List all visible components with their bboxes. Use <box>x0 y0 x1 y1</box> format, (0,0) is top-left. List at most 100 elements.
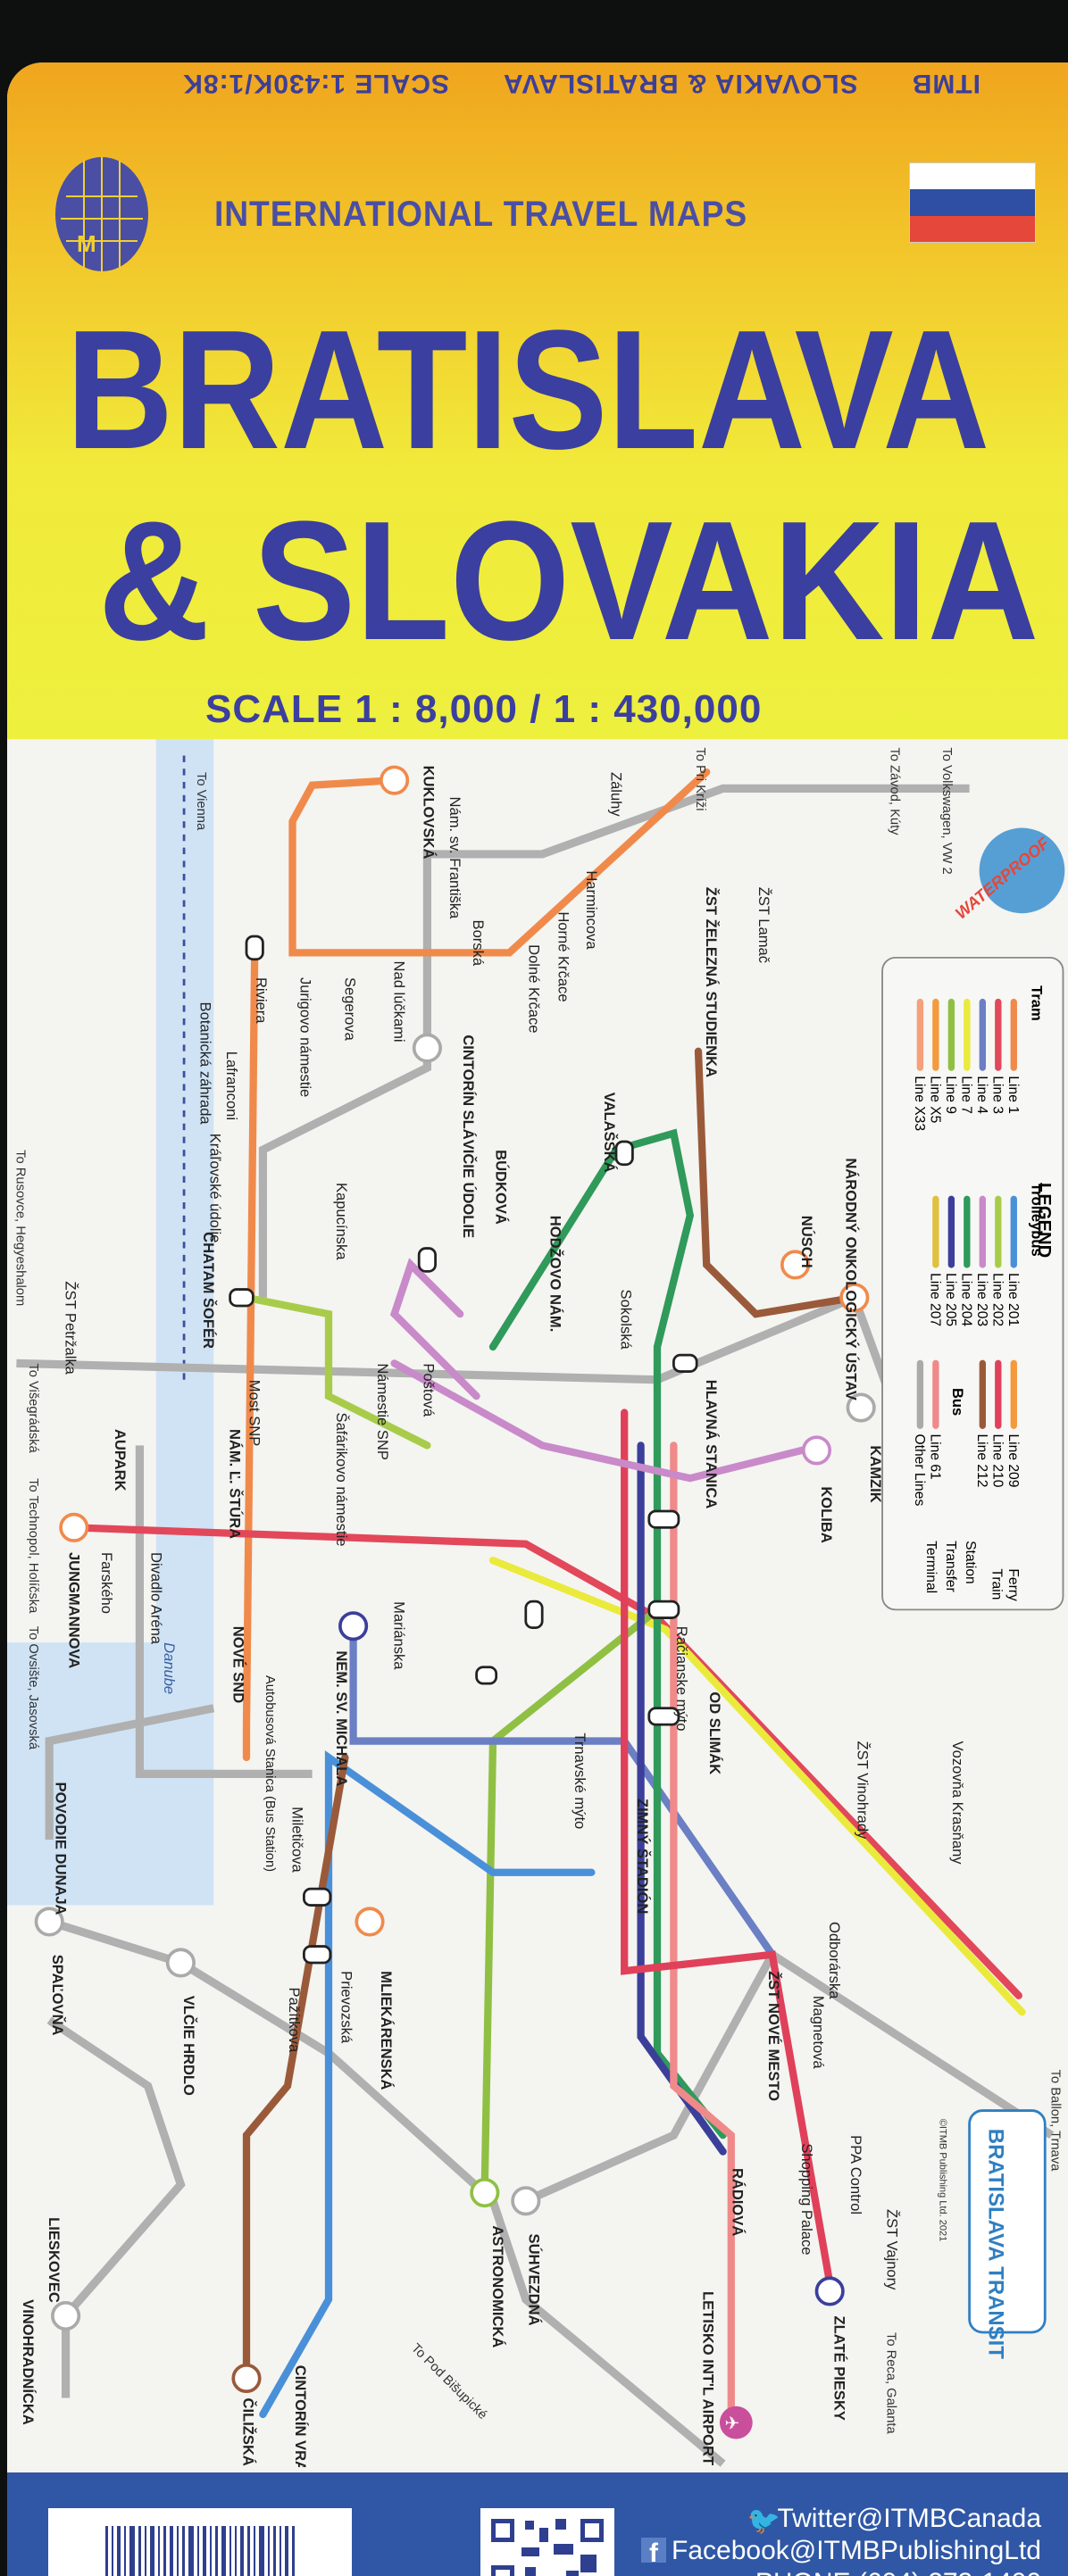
station-label: CINTORÍN SLÁVIČIE ÚDOLIE <box>460 1035 477 1238</box>
legend-item-label: Line 210 <box>989 1433 1005 1487</box>
terminals <box>34 765 876 2394</box>
trolley-line-202 <box>242 1293 431 1450</box>
legend-item-label: Line 61 <box>927 1433 942 1479</box>
station-label: JUNGMANNOVA <box>65 1552 82 1668</box>
station-label: Vozovňa Krasňany <box>949 1741 966 1866</box>
direction-label: To Technopol, Holíčska <box>26 1478 40 1614</box>
legend-symbol-train: Train <box>989 1568 1004 1600</box>
station-label: ŽST Lamač <box>755 887 772 963</box>
station-label: Magnetová <box>810 1996 827 2070</box>
station-label: POVODIE DUNAJA <box>53 1782 70 1915</box>
barcode-bar <box>280 2526 281 2576</box>
barcode-bar <box>112 2526 113 2576</box>
station-label: LIESKOVEC <box>46 2217 63 2303</box>
station-label: Most SNP <box>246 1380 263 1446</box>
station-label: Lafranconi <box>223 1051 240 1120</box>
station-label: Farského <box>98 1552 115 1614</box>
airport-icon <box>719 2406 753 2439</box>
barcode-bar <box>247 2526 250 2576</box>
cover-header: ITMB SLOVAKIA & BRATISLAVA SCALE 1:430K/… <box>7 62 1068 741</box>
station-label: BÚDKOVÁ <box>493 1150 510 1225</box>
legend-symbol-station: Station <box>963 1541 978 1584</box>
legend-item-label: Other Lines <box>912 1433 927 1506</box>
station-label: Šafárikovo námestie <box>333 1413 350 1547</box>
spine-title: SLOVAKIA & BRATISLAVA <box>503 69 858 98</box>
station-label: ČILIŽSKÁ <box>239 2398 256 2466</box>
station-label: Pažítkova <box>286 1988 303 2053</box>
station-label: Námestie SNP <box>374 1363 391 1460</box>
trolley-line-201 <box>259 1750 596 2419</box>
station-label: HODŽOVO NÁM. <box>547 1216 563 1333</box>
station-label: Záluhy <box>607 772 624 817</box>
station-label: VLČIE HRDLO <box>180 1996 197 2096</box>
station-label: ŽST Vinohrady <box>854 1741 871 1840</box>
legend-item-label: Line 9 <box>943 1076 958 1114</box>
legend-item-label: Line 205 <box>943 1273 958 1326</box>
station-label: KUKLOVSKÁ <box>421 766 438 860</box>
svg-text:M: M <box>77 230 96 257</box>
legend-item-label: Line 207 <box>927 1273 942 1326</box>
barcode-bar <box>188 2526 194 2576</box>
station-label: HLAVNÁ STANICA <box>703 1380 720 1509</box>
station-label: VINOHRADNÍCKA <box>20 2299 37 2425</box>
station-label: ŽST ŽELEZNÁ STUDIENKA <box>703 887 720 1077</box>
plane-glyph: ✈ <box>724 2414 739 2434</box>
legend: LEGEND Tram Trolleybus Bus Line 1 Line 3… <box>881 956 1064 1611</box>
direction-label: To Volkswagen, VW 2 <box>939 747 954 874</box>
spine-scale: SCALE 1:430K/1:8K <box>182 69 450 98</box>
station-label: ŽST NOVÉ MESTO <box>765 1971 782 2101</box>
station-label: Autobusová Stanica (Bus Station) <box>263 1675 277 1872</box>
legend-item-label: Line 203 <box>974 1273 989 1326</box>
station-label: Riviera <box>253 977 270 1024</box>
barcode-bar <box>150 2526 154 2576</box>
station-label: CINTORÍN VRAKUŇA <box>292 2365 309 2467</box>
station-label: RÁDIOVÁ <box>730 2168 747 2236</box>
station-label: NEM. SV. MICHALA <box>333 1650 350 1786</box>
barcode-bar <box>221 2526 226 2576</box>
qr-code <box>480 2508 614 2576</box>
station-label: Dolné Krčace <box>525 944 542 1033</box>
twitter-handle[interactable]: Twitter@ITMBCanada <box>777 2504 1041 2533</box>
station-label: NÁRODNÝ ONKOLOGICKÝ ÚSTAV <box>843 1158 860 1400</box>
station-label: Kráľovské údolie <box>207 1134 224 1243</box>
legend-item-label: Line 212 <box>974 1433 989 1487</box>
svg-text:©ITMB Publishing Ltd. 2021: ©ITMB Publishing Ltd. 2021 <box>937 2119 947 2242</box>
trolley-line-203-koliba <box>390 1359 826 1483</box>
transit-map: Danube <box>7 739 1068 2467</box>
transit-box: BRATISLAVA TRANSIT ©ITMB Publishing Ltd.… <box>937 2109 1047 2359</box>
legend-item-label: Line 3 <box>989 1076 1005 1114</box>
station-label: Poštová <box>421 1363 438 1417</box>
barcode-bar <box>273 2526 276 2576</box>
barcode-bar <box>182 2526 185 2576</box>
itm-globe-logo-icon: M <box>55 157 148 271</box>
station-label: ŽST Vajnory <box>884 2209 901 2290</box>
station-label: ZIMNÝ ŠTADIÓN <box>634 1799 651 1914</box>
svg-text:BRATISLAVA TRANSIT: BRATISLAVA TRANSIT <box>984 2129 1008 2359</box>
tram-line-1-north <box>288 768 711 957</box>
barcode-bar <box>254 2526 255 2576</box>
barcode-bar <box>259 2526 264 2576</box>
legend-item-label: Line 7 <box>958 1076 973 1114</box>
direction-label: To Závod, Kúty <box>887 747 901 835</box>
barcode-bar <box>268 2526 270 2576</box>
legend-item-label: Line X33 <box>912 1076 927 1131</box>
facebook-handle[interactable]: Facebook@ITMBPublishingLtd <box>672 2536 1041 2565</box>
tram-line-3 <box>70 1524 1022 1999</box>
danube-river <box>7 739 214 1906</box>
barcode-bar <box>124 2526 126 2576</box>
barcode-bar <box>163 2526 166 2576</box>
legend-item-label: Line 204 <box>958 1273 973 1326</box>
river-label: Danube <box>161 1642 178 1694</box>
barcode-bar <box>210 2526 212 2576</box>
station-label: ASTRONOMICKÁ <box>489 2225 506 2347</box>
station-label: ZLATÉ PIESKY <box>831 2316 848 2421</box>
barcode-bar <box>129 2526 135 2576</box>
station-label: Nám. sv. Františka <box>446 797 463 919</box>
barcode-bar <box>197 2526 199 2576</box>
station-label: SÚHVEZDNÁ <box>525 2234 542 2326</box>
tram-line-7 <box>488 1557 1026 2016</box>
legend-bus: Line 61 Other Lines <box>912 1359 942 1506</box>
facebook-icon: f <box>641 2538 666 2568</box>
